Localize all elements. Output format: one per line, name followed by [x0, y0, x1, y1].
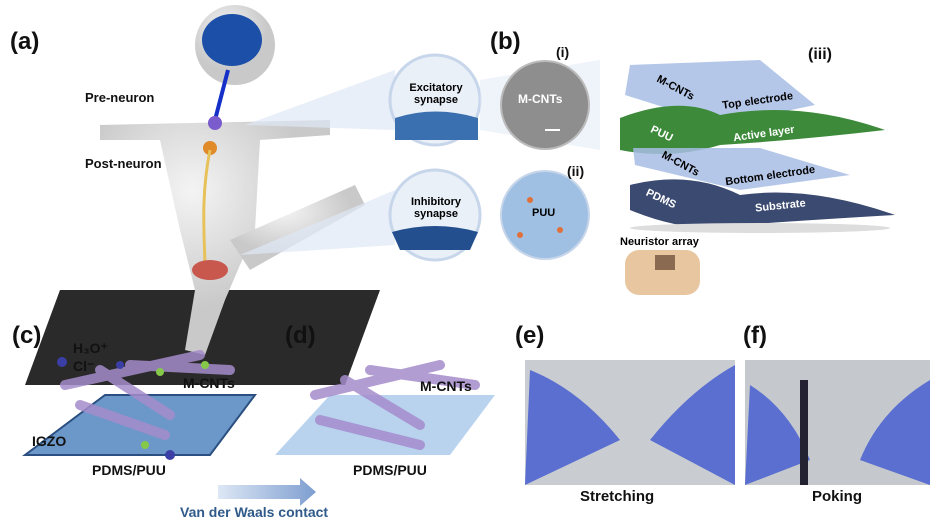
puu-structure-circle — [500, 170, 590, 260]
neuristor-array-label: Neuristor array — [620, 236, 699, 248]
pre-neuron-label: Pre-neuron — [85, 90, 155, 105]
c-mcnts-label: M-CNTs — [183, 375, 235, 391]
bottom-electrode-layer — [633, 148, 850, 190]
panel-label-f: (f) — [743, 322, 767, 349]
panel-label-c: (c) — [12, 322, 42, 349]
h3o-legend: H₃O⁺ — [73, 340, 108, 356]
mcnts-circle-label: M-CNTs — [518, 92, 563, 106]
poking-caption: Poking — [812, 488, 863, 505]
puu-circle-label: PUU — [532, 207, 556, 219]
c-substrate-label: PDMS/PUU — [92, 462, 166, 478]
excitatory-synapse-label: Excitatory synapse — [409, 82, 463, 106]
d-substrate-label: PDMS/PUU — [353, 462, 427, 478]
subpanel-iii: (iii) — [808, 46, 832, 63]
van-der-waals-arrow — [218, 478, 316, 506]
panel-label-a: (a) — [10, 28, 40, 55]
hand-photo — [625, 250, 700, 295]
substrate-layer — [630, 179, 895, 228]
inhibitory-synapse-label: Inhibitory synapse — [410, 196, 462, 220]
d-mcnts-label: M-CNTs — [420, 378, 472, 394]
subpanel-i: (i) — [556, 44, 570, 60]
van-der-waals-caption: Van der Waals contact — [180, 504, 329, 520]
panel-label-b: (b) — [490, 28, 521, 55]
pdms-substrate — [275, 395, 495, 455]
stretching-caption: Stretching — [580, 488, 655, 505]
igzo-label: IGZO — [32, 433, 67, 449]
panel-label-e: (e) — [515, 322, 545, 349]
active-layer — [620, 105, 885, 154]
post-neuron-label: Post-neuron — [85, 156, 162, 171]
subpanel-ii: (ii) — [567, 163, 585, 179]
cl-legend: Cl⁻ — [73, 358, 95, 374]
mcnts-sem-circle — [500, 60, 590, 150]
panel-label-d: (d) — [285, 322, 316, 349]
layer-stack — [620, 60, 895, 233]
